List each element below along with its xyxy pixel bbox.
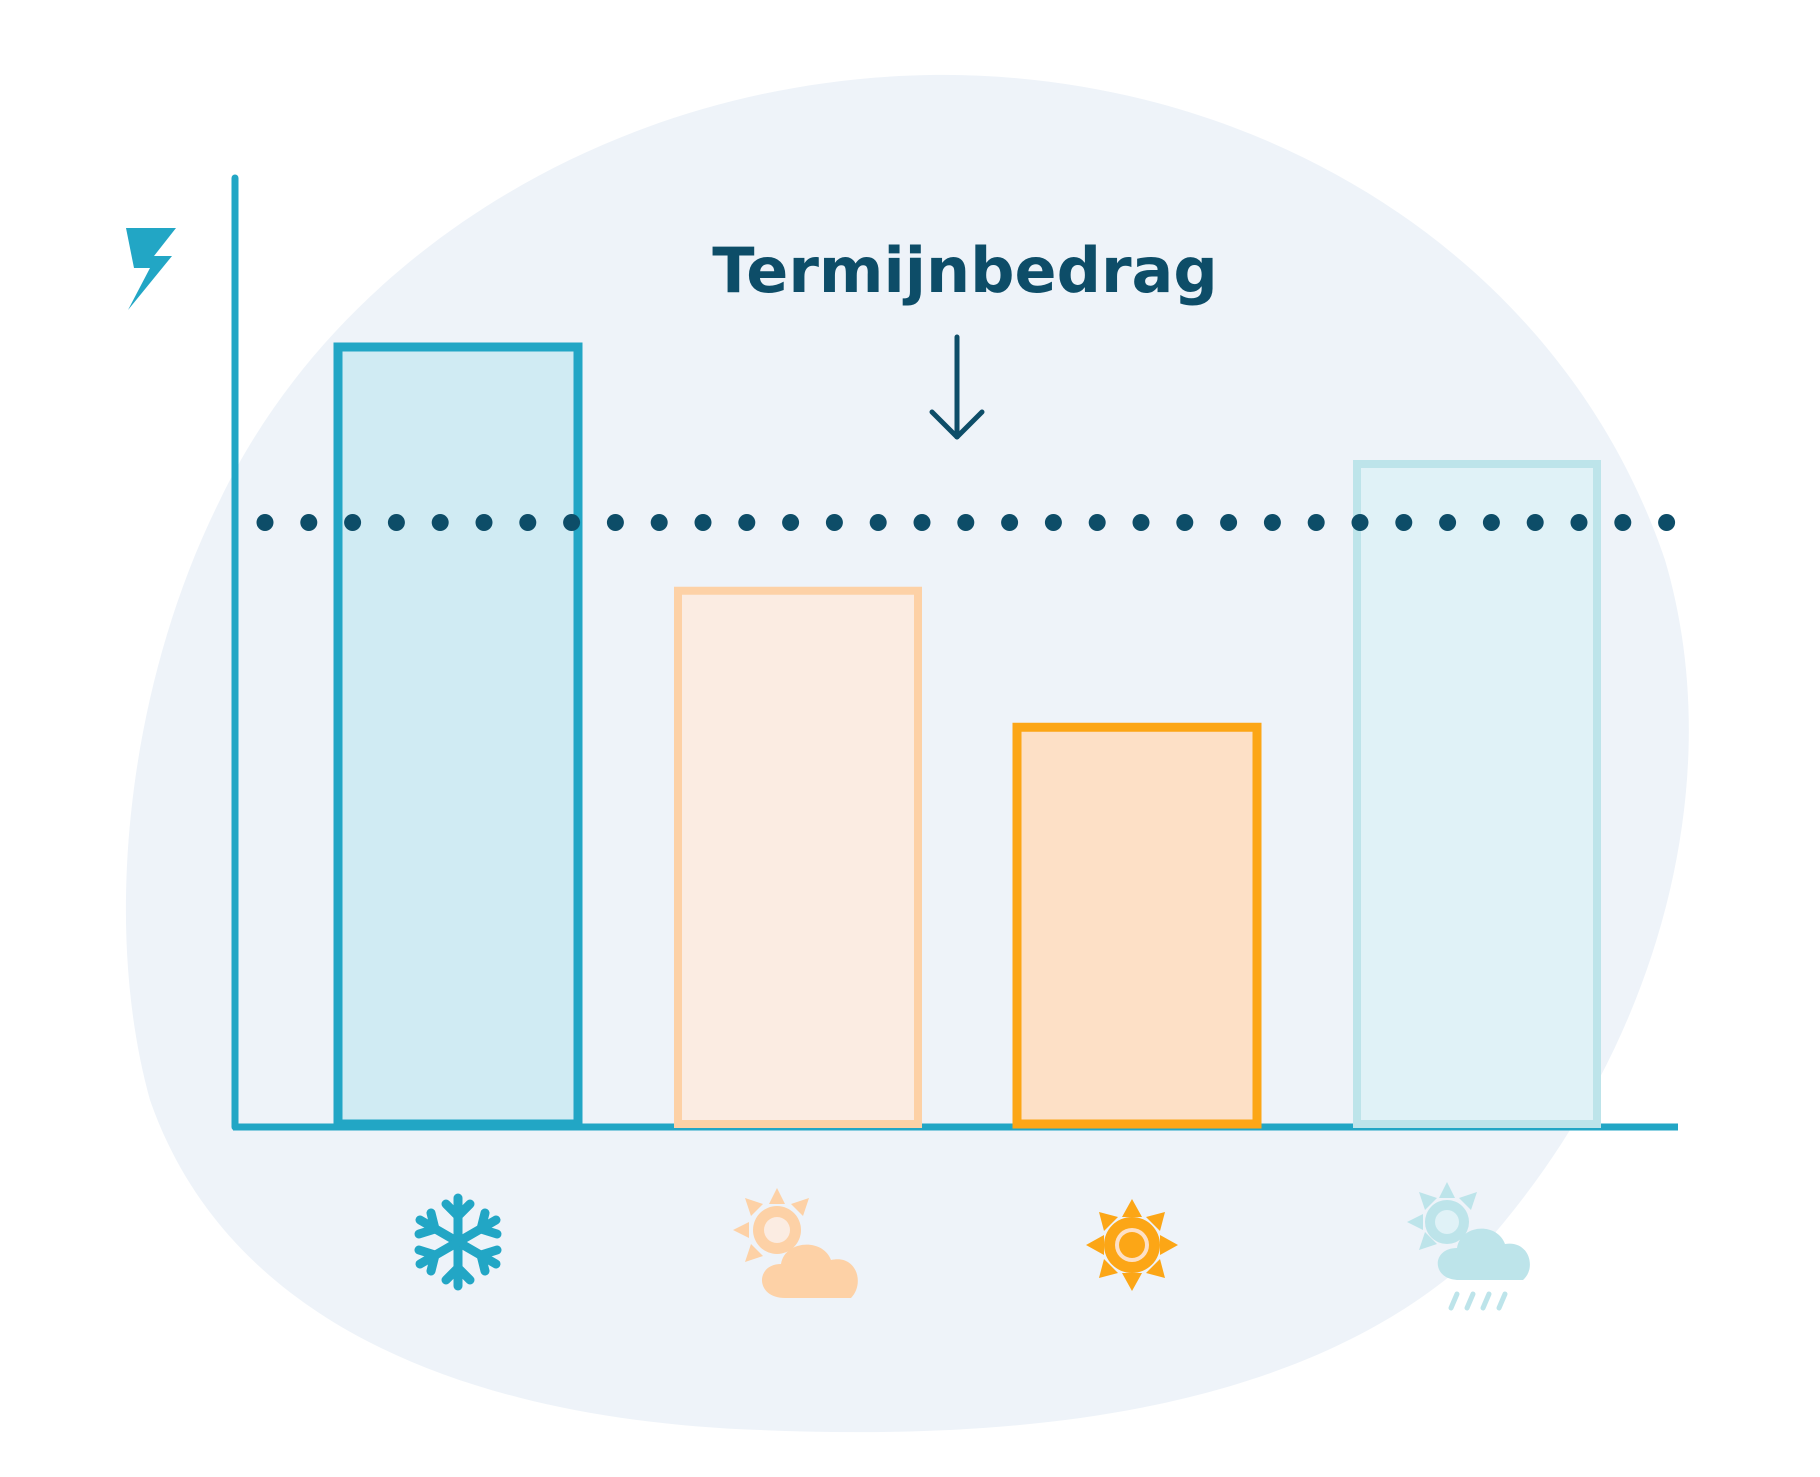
reference-dot bbox=[300, 514, 318, 531]
reference-dot bbox=[1263, 514, 1281, 531]
reference-dot bbox=[1395, 514, 1413, 531]
reference-dot bbox=[1614, 514, 1632, 531]
reference-dot bbox=[519, 514, 537, 531]
reference-dot bbox=[1176, 514, 1194, 531]
snowflake-icon bbox=[414, 1193, 502, 1291]
reference-dot bbox=[738, 514, 756, 531]
reference-dot bbox=[1482, 514, 1500, 531]
reference-dot bbox=[650, 514, 668, 531]
reference-dot bbox=[475, 514, 493, 531]
reference-dot bbox=[606, 514, 624, 531]
arrow-down-icon bbox=[929, 334, 985, 440]
reference-dot bbox=[344, 514, 362, 531]
lightning-bolt-icon bbox=[126, 228, 176, 310]
reference-dot bbox=[1570, 514, 1588, 531]
reference-dot bbox=[1658, 514, 1676, 531]
reference-dot bbox=[1439, 514, 1457, 531]
reference-dot bbox=[957, 514, 975, 531]
bar-winter bbox=[333, 342, 583, 1129]
sun-behind-cloud-icon bbox=[733, 1188, 858, 1298]
reference-label: Termijnbedrag bbox=[712, 234, 1218, 307]
reference-dot bbox=[1526, 514, 1544, 531]
reference-dot bbox=[1220, 514, 1238, 531]
reference-dot bbox=[431, 514, 449, 531]
reference-dot bbox=[1088, 514, 1106, 531]
bar-summer bbox=[1012, 722, 1262, 1129]
reference-dot bbox=[782, 514, 800, 531]
reference-dot bbox=[1044, 514, 1062, 531]
reference-dot bbox=[1001, 514, 1019, 531]
reference-dot bbox=[913, 514, 931, 531]
reference-dot bbox=[825, 514, 843, 531]
reference-dot bbox=[869, 514, 887, 531]
reference-dot bbox=[1351, 514, 1369, 531]
reference-line bbox=[256, 514, 1676, 531]
reference-dot bbox=[563, 514, 581, 531]
bars-group bbox=[333, 342, 1601, 1129]
reference-dot bbox=[694, 514, 712, 531]
sun-cloud-rain-icon bbox=[1407, 1182, 1530, 1311]
bar-autumn bbox=[1353, 460, 1601, 1128]
reference-dot bbox=[387, 514, 405, 531]
reference-dot bbox=[1132, 514, 1150, 531]
sun-icon bbox=[1086, 1199, 1178, 1291]
bar-spring bbox=[674, 586, 922, 1128]
reference-dot bbox=[256, 514, 274, 531]
reference-dot bbox=[1307, 514, 1325, 531]
